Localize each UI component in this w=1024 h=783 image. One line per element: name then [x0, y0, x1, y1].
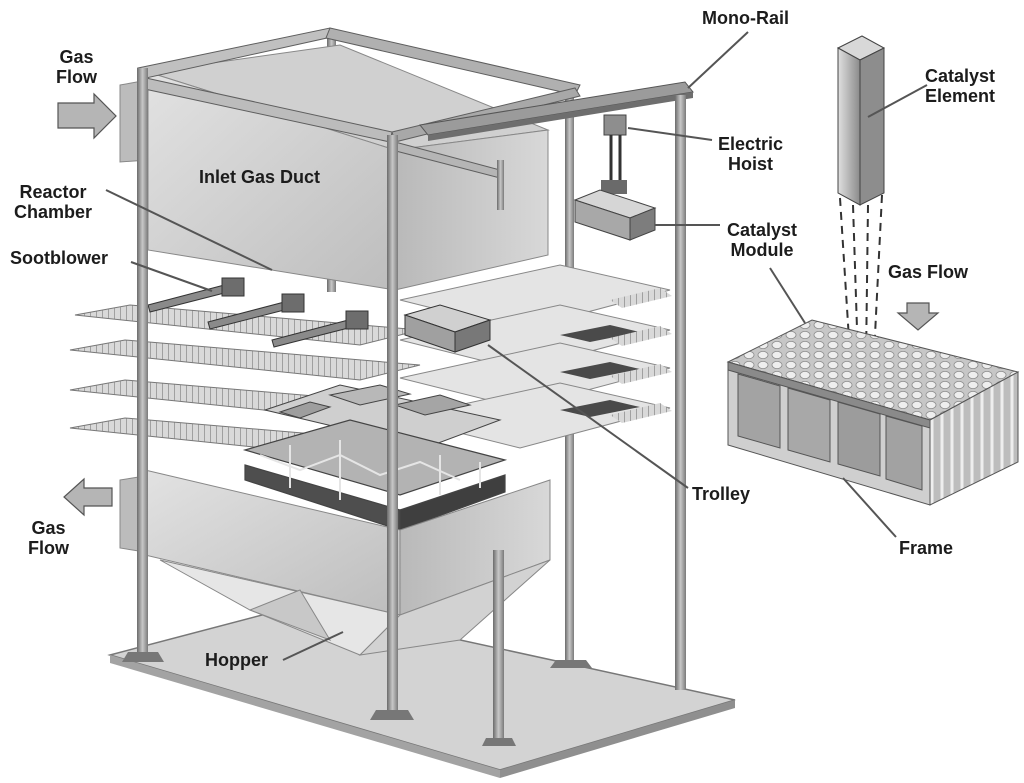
electric-hoist [601, 114, 627, 194]
structural-columns-front [122, 68, 686, 746]
base-slab [107, 604, 736, 778]
label-sootblower: Sootblower [10, 248, 108, 268]
gas-flow-out-arrow [63, 477, 113, 517]
label-gas-flow-right: Gas Flow [888, 262, 969, 282]
gas-flow-down-arrow [896, 302, 940, 331]
support-truss [242, 419, 508, 531]
hanging-catalyst-module [573, 189, 657, 241]
label-frame: Frame [899, 538, 954, 558]
leader-lines [105, 31, 928, 661]
label-hopper: Hopper [205, 650, 268, 670]
label-inlet-gas-duct: Inlet Gas Duct [199, 167, 321, 187]
mono-rail [419, 81, 694, 141]
trolley [403, 304, 492, 353]
catalyst-element [836, 35, 886, 206]
catalyst-module-detail [726, 319, 1020, 506]
sootblowers [147, 277, 369, 348]
label-mono-rail: Mono-Rail [702, 8, 789, 28]
label-trolley: Trolley [692, 484, 751, 504]
gas-flow-in-arrow [57, 92, 117, 140]
